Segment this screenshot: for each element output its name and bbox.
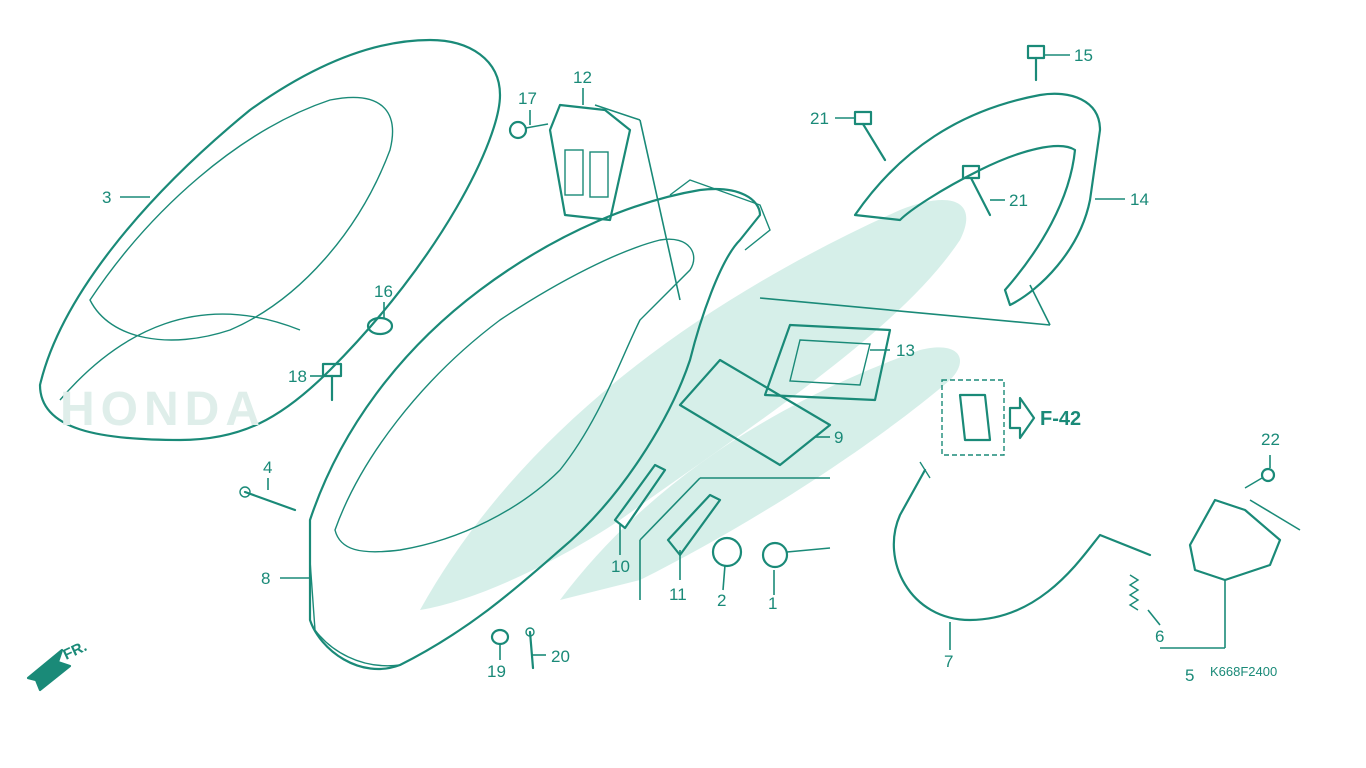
brand-mark: HONDA bbox=[60, 383, 266, 436]
callout-2: 2 bbox=[717, 591, 726, 610]
bolt-part-21b bbox=[961, 164, 992, 217]
pin-part-4 bbox=[239, 486, 297, 512]
socket-part-1 bbox=[761, 541, 831, 569]
pad-part-10 bbox=[613, 463, 667, 530]
seal-part-2 bbox=[711, 536, 743, 568]
callout-8: 8 bbox=[261, 569, 270, 588]
diagram-code: K668F2400 bbox=[1210, 664, 1277, 679]
callout-21b: 21 bbox=[1009, 191, 1028, 210]
washer-part-19 bbox=[490, 628, 510, 646]
callout-6: 6 bbox=[1155, 627, 1164, 646]
bracket-part-12 bbox=[548, 103, 632, 222]
callout-5: 5 bbox=[1185, 666, 1194, 685]
luggage-box-part bbox=[308, 179, 771, 671]
front-label: FR. bbox=[61, 638, 90, 664]
lock-part-5 bbox=[1188, 498, 1282, 582]
screw-part-22 bbox=[1244, 467, 1276, 489]
arrow-right-icon bbox=[1008, 396, 1036, 440]
callout-22: 22 bbox=[1261, 430, 1280, 449]
callout-11: 11 bbox=[669, 585, 687, 604]
callout-1: 1 bbox=[768, 594, 777, 613]
callout-3: 3 bbox=[102, 188, 111, 207]
callout-16: 16 bbox=[374, 282, 393, 301]
cap-part-16 bbox=[366, 316, 394, 336]
callout-14: 14 bbox=[1130, 190, 1149, 209]
callout-19: 19 bbox=[487, 662, 506, 681]
bolt-part-18 bbox=[321, 362, 343, 402]
cable-part-7 bbox=[892, 461, 1152, 622]
front-arrow-icon bbox=[26, 648, 72, 692]
wing-watermark bbox=[420, 200, 967, 610]
bolt-part-21a bbox=[853, 110, 887, 162]
seat-part bbox=[38, 38, 502, 442]
cover-part-9 bbox=[678, 358, 832, 467]
callout-12: 12 bbox=[573, 68, 592, 87]
clip-part-17 bbox=[508, 120, 549, 140]
bolt-part-15 bbox=[1026, 44, 1046, 82]
callout-20: 20 bbox=[551, 647, 570, 666]
callout-17: 17 bbox=[518, 89, 537, 108]
callout-13: 13 bbox=[896, 341, 915, 360]
brand-mark-watermark: HONDA bbox=[60, 383, 266, 436]
spring-part-6 bbox=[1128, 574, 1140, 611]
callout-labels: 3 12 17 16 18 4 8 13 9 14 15 21 21 10 11… bbox=[102, 46, 1280, 685]
callout-9: 9 bbox=[834, 428, 843, 447]
plate-part-13 bbox=[763, 323, 892, 402]
callout-15: 15 bbox=[1074, 46, 1093, 65]
switch-part-11 bbox=[666, 493, 722, 557]
reference-label: F-42 bbox=[1040, 408, 1081, 430]
callout-18: 18 bbox=[288, 367, 307, 386]
callout-10: 10 bbox=[611, 557, 630, 576]
callout-4: 4 bbox=[263, 458, 272, 477]
pin-part-20 bbox=[525, 627, 535, 670]
callout-21a: 21 bbox=[810, 109, 829, 128]
connector-detail bbox=[941, 379, 1005, 456]
leader-lines bbox=[120, 54, 1301, 660]
callout-7: 7 bbox=[944, 652, 953, 671]
grab-rail-part-14 bbox=[853, 92, 1102, 307]
